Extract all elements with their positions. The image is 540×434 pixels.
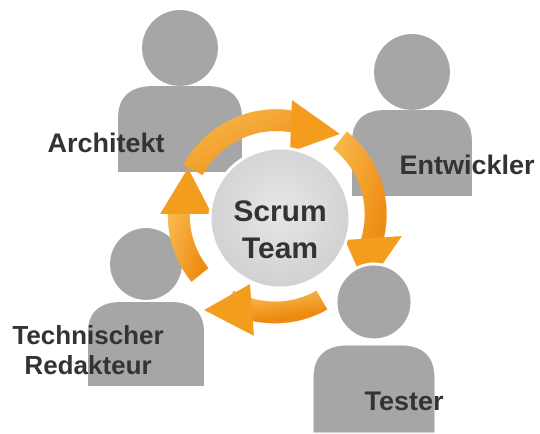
- center-label-line2: Team: [242, 232, 318, 265]
- role-label-redakteur-line2: Redakteur: [24, 350, 151, 380]
- person-tester-icon: [310, 262, 438, 434]
- role-label-entwickler: Entwickler: [399, 150, 535, 180]
- center-label-line1: Scrum: [233, 195, 326, 228]
- cycle-arrows-icon: [160, 100, 402, 336]
- scrum-team-center: [208, 146, 352, 290]
- role-label-redakteur-line1: Technischer: [12, 320, 163, 350]
- role-label-tester: Tester: [364, 386, 444, 416]
- person-redakteur-icon: [88, 228, 204, 386]
- person-entwickler-icon: [352, 34, 472, 196]
- role-label-architekt: Architekt: [47, 128, 164, 158]
